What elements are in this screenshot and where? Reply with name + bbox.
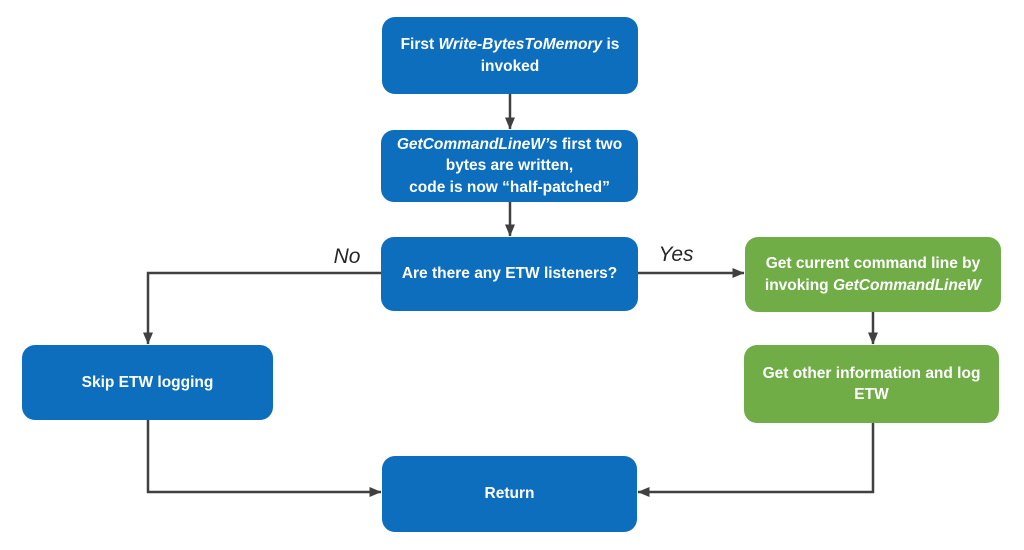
node-skip-etw-logging: Skip ETW logging: [22, 345, 273, 420]
node-return: Return: [382, 456, 637, 532]
edge-label-yes: Yes: [658, 243, 694, 266]
edge-label-no: No: [333, 245, 361, 268]
connector-logetw-to-return: [637, 423, 875, 497]
node-etw-listeners-decision: Are there any ETW listeners?: [381, 237, 638, 311]
connector-decision-no-to-skip: [143, 271, 381, 345]
connector-skip-to-return: [146, 420, 382, 497]
